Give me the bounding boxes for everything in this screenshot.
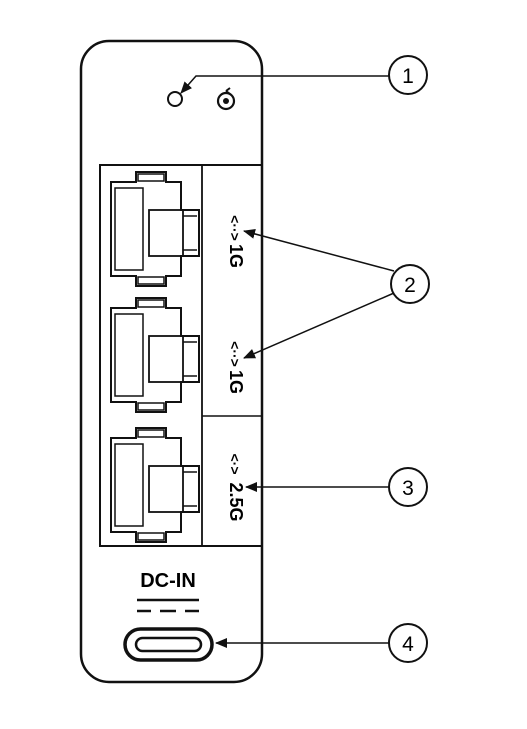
status-led-icon	[167, 91, 183, 107]
port-speed-label-3: <·> 2.5G	[226, 453, 246, 521]
callout-2: 2	[390, 264, 430, 304]
port-speed-label-1: <··> 1G	[226, 215, 246, 268]
callout-4: 4	[388, 623, 428, 663]
dc-symbol-icon	[137, 598, 199, 613]
reset-symbol-icon	[216, 87, 236, 111]
speed-text-3: 2.5G	[226, 482, 246, 521]
port-block	[99, 164, 262, 547]
speed-text-1: 1G	[226, 244, 246, 268]
svg-text:3: 3	[402, 477, 414, 500]
speed-text-2: 1G	[226, 370, 246, 394]
svg-text:<·>: <·>	[227, 453, 243, 474]
device-body	[79, 39, 264, 684]
dc-in-label: DC-IN	[140, 570, 196, 592]
svg-text:1: 1	[402, 65, 414, 88]
callout-3: 3	[388, 467, 428, 507]
svg-text:<··>: <··>	[227, 341, 243, 367]
port-speed-label-2: <··> 1G	[226, 341, 246, 394]
usb-c-port	[123, 627, 214, 662]
svg-text:<··>: <··>	[227, 215, 243, 241]
svg-text:2: 2	[404, 274, 416, 297]
svg-text:4: 4	[402, 633, 414, 656]
callout-1: 1	[388, 55, 428, 95]
callout-leaders	[180, 75, 395, 648]
